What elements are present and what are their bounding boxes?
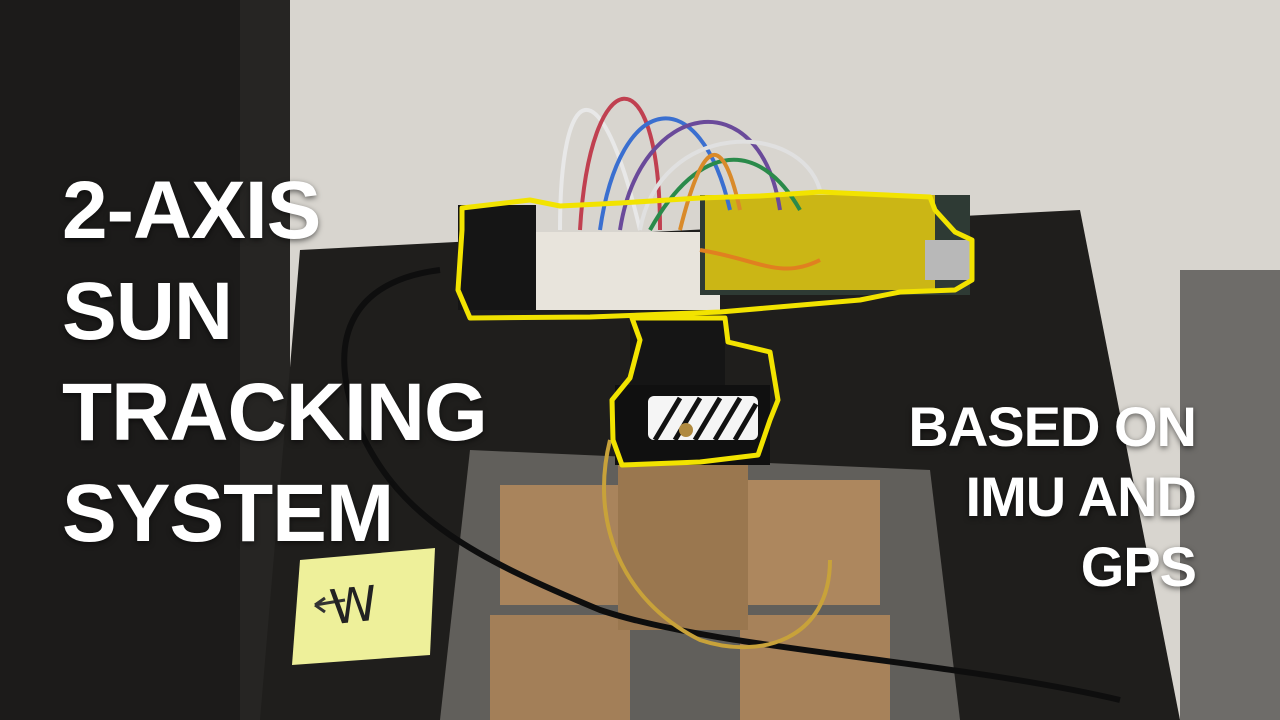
title-line-2: SUN xyxy=(62,266,233,357)
title-line-3: TRACKING xyxy=(62,367,488,458)
title-line-4: SYSTEM xyxy=(62,468,394,559)
cardboard-br xyxy=(740,615,890,720)
sticky-note-letter: W xyxy=(327,575,381,637)
breadboard xyxy=(530,232,720,310)
sticky-note-arrow xyxy=(314,596,346,614)
cardboard-column xyxy=(618,460,748,630)
cardboard-tr xyxy=(740,480,880,605)
highlight-outline xyxy=(455,189,975,468)
jumper-wires xyxy=(558,96,822,271)
servo-cable xyxy=(602,439,832,650)
title-caption: 2-AXIS SUN TRACKING SYSTEM xyxy=(62,160,488,564)
subtitle-caption: BASED ON IMU AND GPS xyxy=(840,392,1197,602)
servo-top xyxy=(458,205,536,310)
cardboard-bl xyxy=(490,615,630,720)
servo-label-hatch xyxy=(652,396,759,442)
servo-horn xyxy=(679,423,693,437)
title-line-1: 2-AXIS xyxy=(62,165,321,256)
black-cable xyxy=(341,267,1121,703)
cardboard-tl xyxy=(500,485,630,605)
subtitle-line-2: IMU AND xyxy=(965,465,1197,528)
right-chair xyxy=(1180,270,1280,720)
dark-panel xyxy=(0,0,240,720)
yellow-shield xyxy=(705,195,935,290)
usb-port xyxy=(925,240,970,280)
sticky-note xyxy=(292,548,435,665)
subtitle-line-3: GPS xyxy=(1080,535,1197,598)
subtitle-line-1: BASED ON xyxy=(908,395,1197,458)
